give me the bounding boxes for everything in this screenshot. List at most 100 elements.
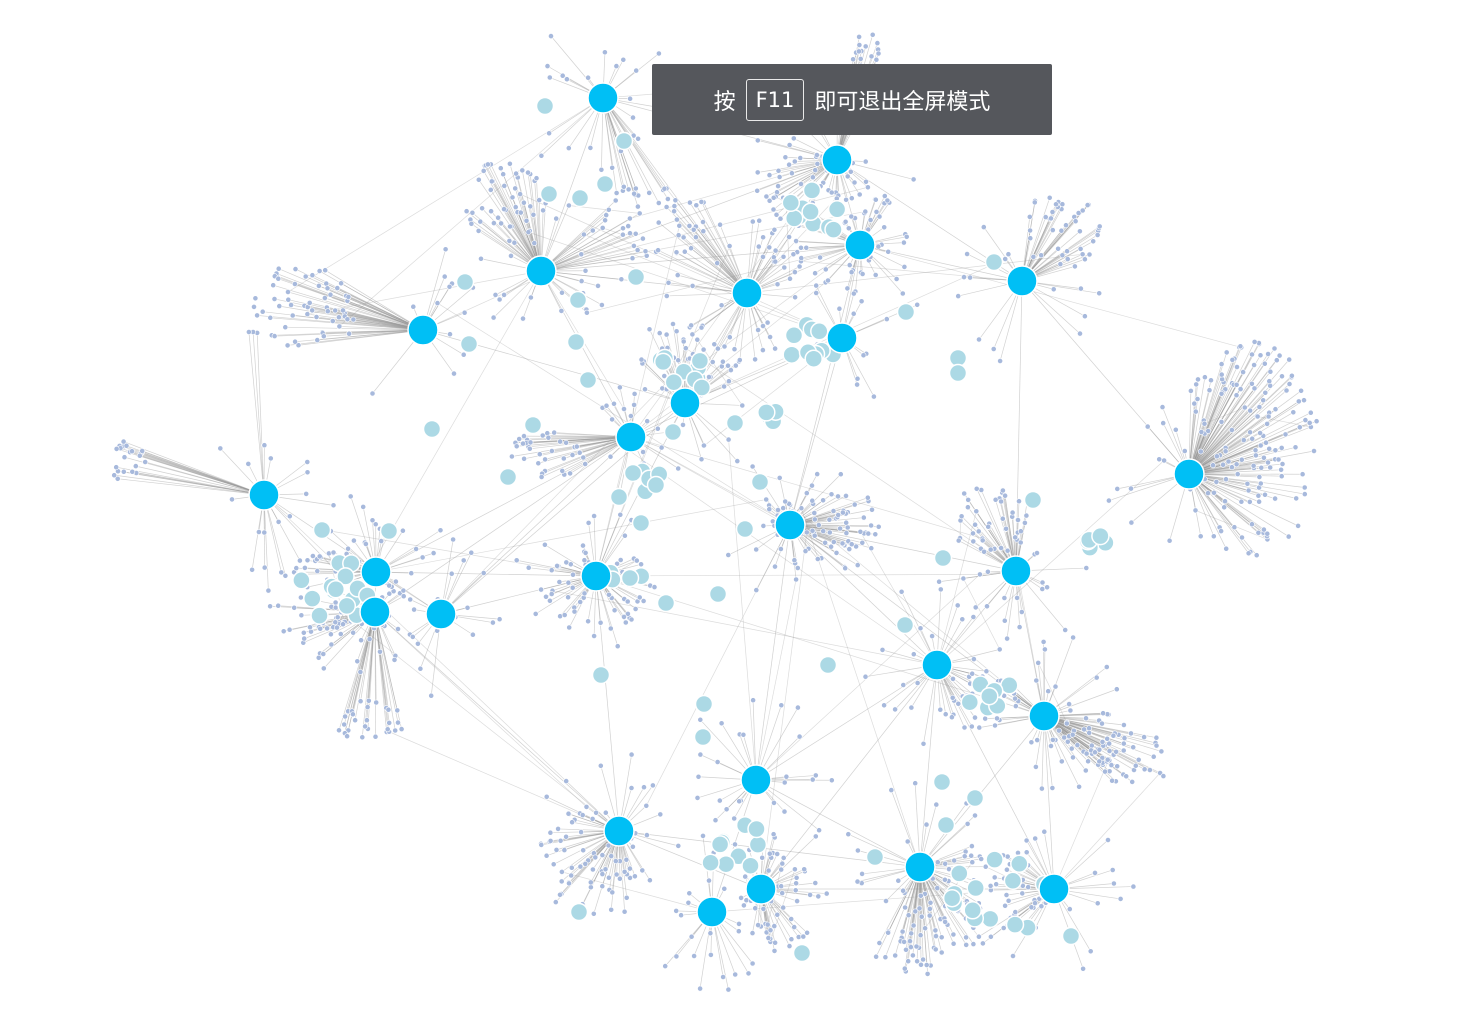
leaf-node[interactable]	[766, 506, 773, 513]
leaf-node[interactable]	[967, 274, 973, 281]
leaf-node[interactable]	[1002, 902, 1008, 909]
leaf-node[interactable]	[783, 773, 790, 780]
leaf-node[interactable]	[1096, 758, 1103, 765]
leaf-node[interactable]	[1158, 748, 1165, 755]
leaf-node[interactable]	[786, 234, 792, 240]
leaf-node[interactable]	[621, 908, 628, 915]
leaf-node[interactable]	[523, 217, 530, 224]
leaf-node[interactable]	[850, 290, 857, 297]
leaf-node[interactable]	[690, 226, 697, 233]
leaf-node[interactable]	[513, 443, 520, 450]
leaf-node[interactable]	[1223, 545, 1230, 552]
leaf-node[interactable]	[913, 943, 920, 950]
leaf-node[interactable]	[316, 268, 323, 274]
leaf-node[interactable]	[340, 621, 346, 628]
leaf-node[interactable]	[520, 315, 526, 322]
leaf-node[interactable]	[835, 512, 842, 518]
leaf-node[interactable]	[1144, 423, 1151, 430]
mid-node[interactable]	[792, 943, 812, 963]
leaf-node[interactable]	[286, 513, 293, 520]
leaf-node[interactable]	[614, 643, 621, 650]
leaf-node[interactable]	[999, 515, 1006, 522]
leaf-node[interactable]	[844, 173, 851, 180]
leaf-node[interactable]	[1278, 473, 1285, 480]
leaf-node[interactable]	[520, 440, 526, 447]
leaf-node[interactable]	[1278, 466, 1284, 473]
leaf-node[interactable]	[1201, 420, 1208, 427]
leaf-node[interactable]	[972, 521, 978, 528]
leaf-node[interactable]	[513, 557, 520, 564]
leaf-node[interactable]	[336, 323, 343, 330]
leaf-node[interactable]	[1015, 517, 1021, 523]
leaf-node[interactable]	[675, 843, 682, 849]
leaf-node[interactable]	[764, 921, 771, 928]
leaf-node[interactable]	[578, 829, 584, 835]
leaf-node[interactable]	[836, 305, 843, 312]
leaf-node[interactable]	[780, 505, 787, 511]
leaf-node[interactable]	[327, 291, 334, 298]
leaf-node[interactable]	[1035, 660, 1042, 666]
leaf-node[interactable]	[1285, 533, 1292, 540]
leaf-node[interactable]	[851, 501, 858, 508]
leaf-node[interactable]	[798, 505, 805, 512]
leaf-node[interactable]	[1197, 448, 1204, 455]
leaf-node[interactable]	[750, 697, 756, 704]
leaf-node[interactable]	[803, 490, 810, 496]
leaf-node[interactable]	[1313, 418, 1320, 425]
leaf-node[interactable]	[498, 220, 504, 227]
leaf-node[interactable]	[513, 170, 519, 177]
leaf-node[interactable]	[822, 539, 828, 546]
leaf-node[interactable]	[901, 239, 907, 246]
leaf-node[interactable]	[369, 517, 376, 524]
leaf-node[interactable]	[386, 582, 393, 589]
leaf-node[interactable]	[1233, 392, 1240, 399]
leaf-node[interactable]	[1301, 397, 1307, 404]
leaf-node[interactable]	[565, 145, 572, 151]
leaf-node[interactable]	[632, 185, 639, 192]
leaf-node[interactable]	[557, 837, 564, 844]
leaf-node[interactable]	[306, 299, 313, 306]
leaf-node[interactable]	[700, 228, 707, 235]
leaf-node[interactable]	[1237, 386, 1244, 392]
leaf-node[interactable]	[765, 867, 772, 874]
leaf-node[interactable]	[1077, 245, 1084, 252]
leaf-node[interactable]	[726, 243, 733, 249]
leaf-node[interactable]	[793, 576, 799, 583]
mid-node[interactable]	[623, 463, 643, 483]
leaf-node[interactable]	[749, 463, 756, 470]
leaf-node[interactable]	[1261, 526, 1267, 533]
leaf-node[interactable]	[1159, 404, 1166, 410]
leaf-node[interactable]	[325, 550, 332, 557]
leaf-node[interactable]	[327, 631, 334, 638]
leaf-node[interactable]	[992, 722, 998, 729]
leaf-node[interactable]	[392, 578, 399, 585]
leaf-node[interactable]	[1286, 356, 1293, 363]
leaf-node[interactable]	[478, 255, 484, 262]
leaf-node[interactable]	[1039, 586, 1046, 592]
leaf-node[interactable]	[603, 212, 610, 218]
leaf-node[interactable]	[790, 135, 797, 142]
leaf-node[interactable]	[942, 860, 949, 867]
leaf-node[interactable]	[734, 458, 741, 464]
leaf-node[interactable]	[856, 191, 863, 198]
leaf-node[interactable]	[335, 314, 342, 321]
leaf-node[interactable]	[927, 899, 934, 906]
leaf-node[interactable]	[557, 438, 563, 445]
leaf-node[interactable]	[275, 275, 282, 282]
leaf-node[interactable]	[1012, 695, 1018, 702]
leaf-node[interactable]	[538, 152, 545, 159]
leaf-node[interactable]	[980, 224, 987, 230]
hub-node[interactable]	[826, 322, 858, 354]
leaf-node[interactable]	[142, 459, 149, 465]
leaf-node[interactable]	[605, 842, 612, 849]
leaf-node[interactable]	[580, 847, 587, 854]
leaf-node[interactable]	[1265, 413, 1272, 420]
leaf-node[interactable]	[519, 167, 526, 174]
mid-node[interactable]	[1061, 926, 1081, 946]
leaf-node[interactable]	[525, 229, 532, 235]
leaf-node[interactable]	[987, 883, 994, 889]
leaf-node[interactable]	[400, 593, 407, 600]
leaf-node[interactable]	[1074, 742, 1081, 748]
leaf-node[interactable]	[599, 302, 605, 308]
leaf-node[interactable]	[590, 866, 596, 873]
